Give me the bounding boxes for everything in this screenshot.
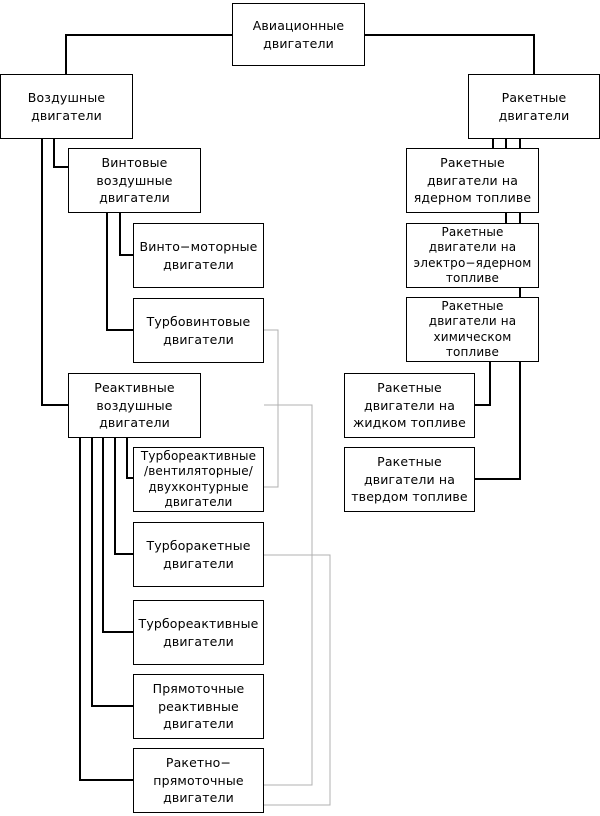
edge-jet-air-to-turborocket: [114, 438, 133, 555]
node-rocket-ramjet-engines[interactable]: Ракетно− прямоточные двигатели: [133, 748, 264, 813]
edge-jet-air-to-turbojet: [102, 438, 133, 633]
edge-turborocket-to-solid: [264, 554, 331, 806]
edge-jet-air-to-ramjet: [91, 438, 133, 707]
edge-prop-air-to-prop-motor: [119, 213, 133, 256]
edge-chemical-to-liquid: [475, 362, 491, 406]
node-rocket-engines[interactable]: Ракетные двигатели: [468, 74, 600, 139]
node-turborocket-engines[interactable]: Турборакетные двигатели: [133, 522, 264, 587]
node-solid-fuel-rocket-engines[interactable]: Ракетные двигатели на твердом топливе: [344, 447, 475, 512]
edge-root-to-rocket: [365, 34, 535, 74]
node-electro-nuclear-fuel-rocket-engines[interactable]: Ракетные двигатели на электро−ядерном то…: [406, 223, 539, 288]
edge-turboprop-to-liquid: [264, 329, 279, 488]
node-propeller-air-engines[interactable]: Винтовые воздушные двигатели: [68, 148, 201, 213]
node-turbojet-engines[interactable]: Турбореактивные двигатели: [133, 600, 264, 665]
edge-turbofan-to-liquid: [264, 404, 313, 786]
node-propeller-motor-engines[interactable]: Винто−моторные двигатели: [133, 223, 264, 288]
node-turboprop-engines[interactable]: Турбовинтовые двигатели: [133, 298, 264, 363]
node-air-engines[interactable]: Воздушные двигатели: [0, 74, 133, 139]
edge-chemical-to-solid: [475, 362, 521, 480]
edge-air-to-jet-air: [41, 139, 68, 406]
edge-root-to-air: [65, 34, 232, 74]
node-chemical-fuel-rocket-engines[interactable]: Ракетные двигатели на химическом топливе: [406, 297, 539, 362]
node-turbofan-engines[interactable]: Турбореактивные /вентиляторные/ двухконт…: [133, 447, 264, 512]
node-root[interactable]: Авиационные двигатели: [232, 3, 365, 66]
edge-air-to-prop-air: [53, 139, 68, 168]
node-nuclear-fuel-rocket-engines[interactable]: Ракетные двигатели на ядерном топливе: [406, 148, 539, 213]
node-ramjet-engines[interactable]: Прямоточные реактивные двигатели: [133, 674, 264, 739]
node-jet-air-engines[interactable]: Реактивные воздушные двигатели: [68, 373, 201, 438]
node-liquid-fuel-rocket-engines[interactable]: Ракетные двигатели на жидком топливе: [344, 373, 475, 438]
edge-prop-air-to-turboprop: [106, 213, 133, 331]
edge-jet-air-to-rocket-ram: [79, 438, 133, 781]
